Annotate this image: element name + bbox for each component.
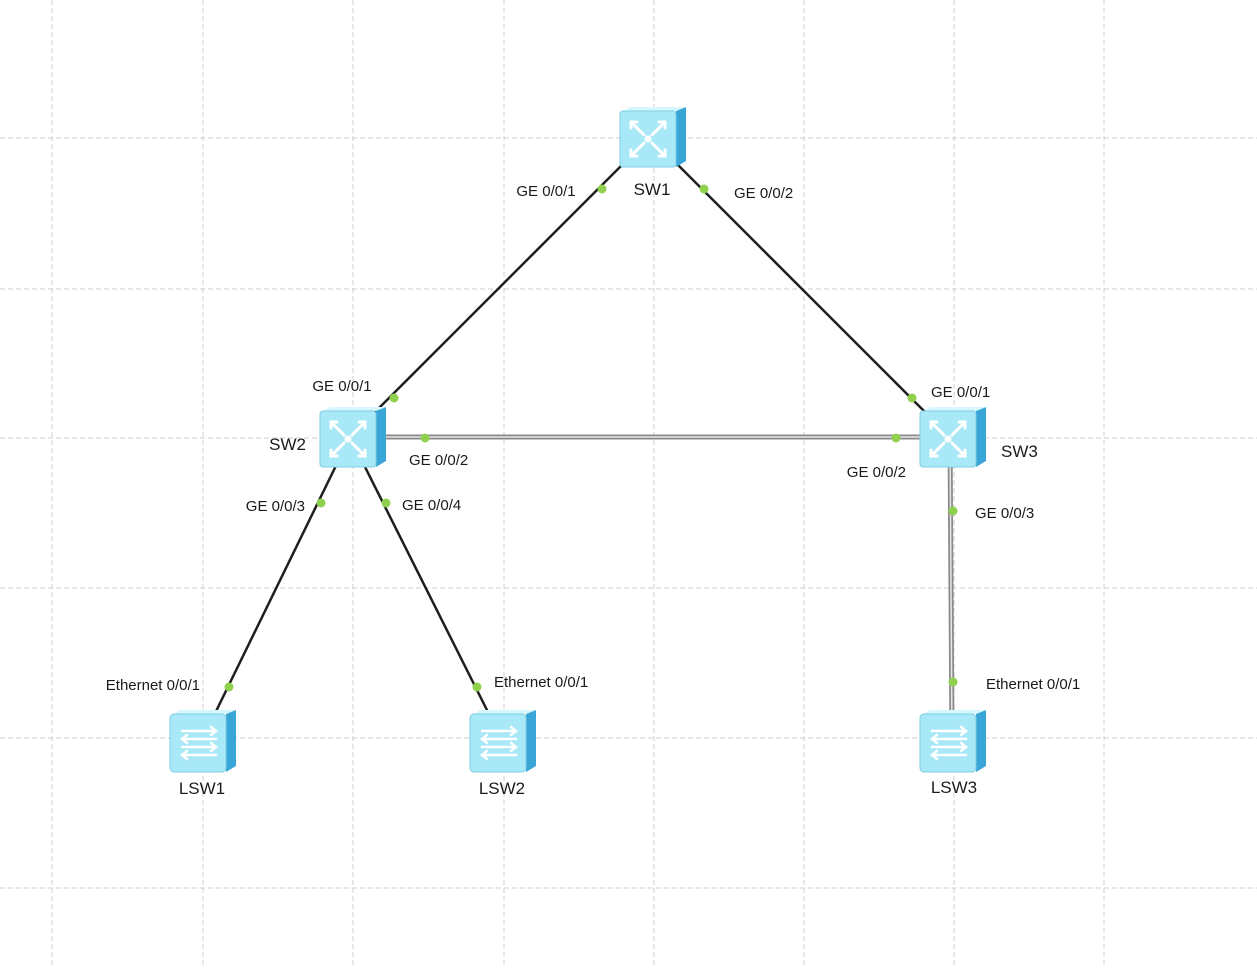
- switch-front-face: [469, 713, 527, 773]
- switch-front-face: [169, 713, 227, 773]
- layer2-switch-icon: [169, 710, 236, 773]
- layer3-switch-icon: [919, 407, 986, 468]
- switch-side-face: [676, 107, 686, 167]
- port-status-dot: [948, 677, 958, 687]
- port-status-dot: [420, 433, 430, 443]
- port-label: GE 0/0/3: [975, 505, 1034, 522]
- port-label: GE 0/0/2: [734, 185, 793, 202]
- link-sw2-lsw1[interactable]: [200, 436, 352, 741]
- device-label-lsw1: LSW1: [179, 779, 225, 798]
- link-sw2-lsw2[interactable]: [348, 436, 504, 741]
- routing-core-dot: [344, 435, 352, 443]
- switch-side-face: [226, 710, 236, 772]
- links-layer: [200, 136, 958, 741]
- routing-core-dot: [644, 135, 652, 143]
- port-status-dot: [597, 184, 607, 194]
- port-label: GE 0/0/2: [847, 464, 906, 481]
- switch-top-face: [624, 107, 686, 111]
- port-status-dot: [224, 682, 234, 692]
- devices-layer: [169, 107, 986, 773]
- link-line: [349, 136, 651, 438]
- device-label-lsw3: LSW3: [931, 778, 977, 797]
- port-label: GE 0/0/1: [931, 384, 990, 401]
- switching-arrows-glyph: [179, 725, 219, 761]
- switch-side-face: [976, 407, 986, 467]
- labels-layer: GE 0/0/1 GE 0/0/1 GE 0/0/2 GE 0/0/1 GE 0/0/2…: [106, 180, 1080, 798]
- link-line-inner: [949, 436, 953, 741]
- port-status-dot: [699, 184, 709, 194]
- port-label: GE 0/0/1: [312, 378, 371, 395]
- link-sw1-sw2[interactable]: [349, 136, 651, 438]
- layer2-switch-icon: [469, 710, 536, 773]
- device-sw3[interactable]: [919, 407, 986, 468]
- port-label: Ethernet 0/0/1: [106, 677, 200, 694]
- link-sw2-sw3[interactable]: [350, 433, 950, 443]
- link-sw3-lsw3[interactable]: [947, 436, 958, 741]
- port-status-dot: [472, 682, 482, 692]
- port-label: GE 0/0/2: [409, 452, 468, 469]
- switch-side-face: [376, 407, 386, 467]
- link-line: [649, 136, 951, 438]
- device-lsw2[interactable]: [469, 710, 536, 773]
- port-status-dot: [389, 393, 399, 403]
- port-label: GE 0/0/3: [246, 498, 305, 515]
- switch-front-face: [919, 713, 977, 773]
- switch-top-face: [924, 407, 986, 411]
- port-label: Ethernet 0/0/1: [986, 676, 1080, 693]
- switch-side-face: [976, 710, 986, 772]
- device-label-sw3: SW3: [1001, 442, 1038, 461]
- switch-top-face: [924, 710, 986, 714]
- port-status-dot: [907, 393, 917, 403]
- routing-arrows-glyph: [929, 420, 967, 458]
- switch-side-face: [526, 710, 536, 772]
- device-label-lsw2: LSW2: [479, 779, 525, 798]
- device-sw2[interactable]: [319, 407, 386, 468]
- port-status-dot: [381, 498, 391, 508]
- device-sw1[interactable]: [619, 107, 686, 168]
- switching-arrows-glyph: [929, 725, 969, 761]
- port-status-dot: [948, 506, 958, 516]
- layer3-switch-icon: [319, 407, 386, 468]
- port-status-dot: [891, 433, 901, 443]
- link-sw1-sw3[interactable]: [649, 136, 951, 438]
- routing-arrows-glyph: [329, 420, 367, 458]
- layer3-switch-icon: [619, 107, 686, 168]
- switch-top-face: [474, 710, 536, 714]
- switch-top-face: [174, 710, 236, 714]
- port-label: GE 0/0/1: [516, 183, 575, 200]
- layer2-switch-icon: [919, 710, 986, 773]
- device-label-sw1: SW1: [634, 180, 671, 199]
- routing-core-dot: [944, 435, 952, 443]
- port-status-dot: [316, 498, 326, 508]
- device-lsw1[interactable]: [169, 710, 236, 773]
- device-label-sw2: SW2: [269, 435, 306, 454]
- port-label: GE 0/0/4: [402, 497, 461, 514]
- switching-arrows-glyph: [479, 725, 519, 761]
- port-label: Ethernet 0/0/1: [494, 674, 588, 691]
- device-lsw3[interactable]: [919, 710, 986, 773]
- switch-top-face: [324, 407, 386, 411]
- routing-arrows-glyph: [629, 120, 667, 158]
